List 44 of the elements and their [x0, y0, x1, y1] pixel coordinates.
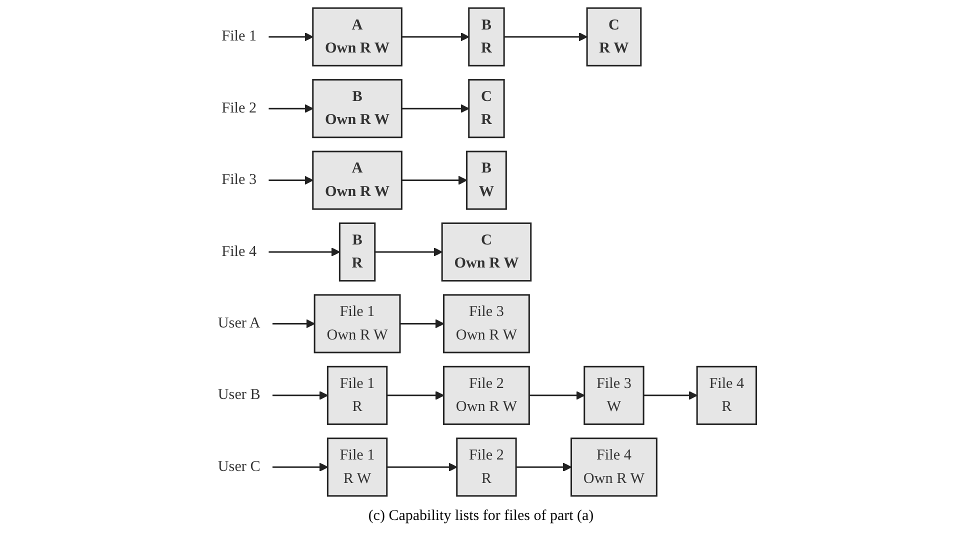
arrow — [268, 248, 340, 256]
node-text: File 3 — [222, 172, 257, 188]
node-box: A Own R W — [312, 150, 402, 210]
node-box: File 4 Own R W — [570, 438, 658, 497]
node-box: B R — [338, 222, 376, 282]
node-box: C Own R W — [441, 222, 532, 282]
node-text: File 1 — [222, 28, 257, 45]
node-box: File 1 Own R W — [314, 294, 401, 354]
node-text: File 4 — [222, 244, 257, 260]
node-box: File 1 R W — [326, 438, 388, 497]
arrow — [516, 462, 572, 472]
arrow — [529, 390, 585, 400]
caption: (c) Capability lists for files of part (a) — [368, 508, 594, 525]
node-box: B Own R W — [312, 79, 402, 138]
arrow — [374, 248, 442, 256]
arrow — [644, 390, 698, 400]
node-text: User B — [218, 387, 260, 404]
arrow — [402, 104, 470, 114]
arrow — [272, 319, 315, 328]
arrow — [386, 462, 458, 472]
node-box: File 2 R — [456, 438, 517, 497]
node-box: File 1 R — [326, 366, 388, 425]
node-box: B W — [466, 150, 507, 210]
arrow — [402, 176, 468, 185]
arrow — [268, 104, 314, 114]
node-box: File 3 W — [584, 366, 644, 425]
arrow — [400, 319, 444, 328]
node-box: C R — [468, 79, 505, 138]
arrow — [268, 176, 314, 185]
arrow — [402, 32, 470, 42]
node-text: User C — [218, 458, 260, 475]
node-text: User A — [218, 315, 260, 332]
node-box: B R — [468, 7, 505, 66]
node-box: A Own R W — [312, 7, 402, 66]
node-box: C R W — [586, 7, 642, 66]
node-box: File 2 Own R W — [443, 366, 530, 425]
arrow — [504, 32, 588, 42]
arrow — [386, 390, 444, 400]
node-text: File 2 — [222, 100, 257, 116]
node-box: File 3 Own R W — [443, 294, 530, 354]
node-box: File 4 R — [696, 366, 758, 425]
arrow — [268, 32, 314, 42]
arrow — [272, 390, 328, 400]
arrow — [272, 462, 328, 472]
